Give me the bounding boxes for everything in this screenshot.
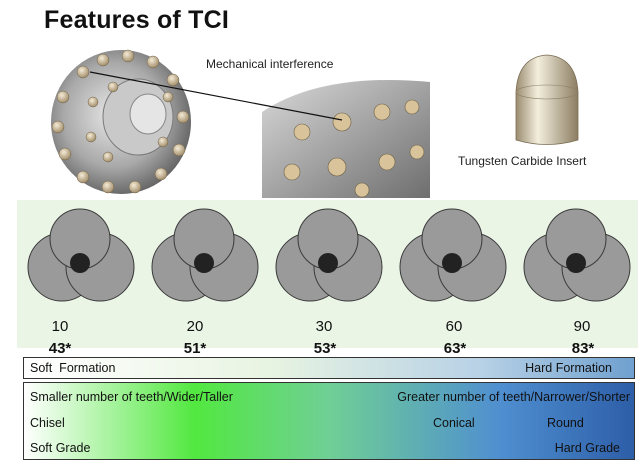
bit-grade: 83*	[571, 340, 595, 357]
bit-number: 90	[573, 318, 591, 335]
hard-formation-label: Hard Formation	[525, 361, 612, 375]
bit-image	[151, 208, 259, 302]
soft-grade-label: Soft Grade	[30, 441, 91, 455]
bit-image	[399, 208, 507, 302]
bit-number: 20	[186, 318, 204, 335]
insert-photo	[515, 54, 579, 145]
bit-number: 30	[315, 318, 333, 335]
bit-grade: 63*	[443, 340, 467, 357]
formation-scale: Soft Formation Hard Formation	[23, 357, 635, 379]
insert-label: Tungsten Carbide Insert	[458, 154, 587, 168]
chisel-label: Chisel	[30, 416, 65, 430]
greater-teeth-label: Greater number of teeth/Narrower/Shorter	[397, 390, 630, 404]
bit-number: 10	[51, 318, 69, 335]
bit-grade: 53*	[313, 340, 337, 357]
round-label: Round	[547, 416, 584, 430]
hard-grade-label: Hard Grade	[554, 441, 620, 455]
interference-closeup-photo	[262, 80, 430, 198]
cone-photo	[51, 49, 191, 194]
bit-number: 60	[445, 318, 463, 335]
bit-image	[523, 208, 631, 302]
conical-label: Conical	[433, 416, 475, 430]
bit-image	[27, 208, 135, 302]
mechanical-interference-label: Mechanical interference	[206, 57, 334, 71]
smaller-teeth-label: Smaller number of teeth/Wider/Taller	[30, 390, 233, 404]
bit-grade: 51*	[183, 340, 207, 357]
bit-grade: 43*	[48, 340, 72, 357]
teeth-characteristics-scale: Smaller number of teeth/Wider/Taller Gre…	[23, 382, 635, 460]
bit-image	[275, 208, 383, 302]
soft-formation-label: Soft Formation	[30, 361, 116, 375]
leader-line	[89, 71, 343, 121]
page-title: Features of TCI	[44, 6, 229, 34]
